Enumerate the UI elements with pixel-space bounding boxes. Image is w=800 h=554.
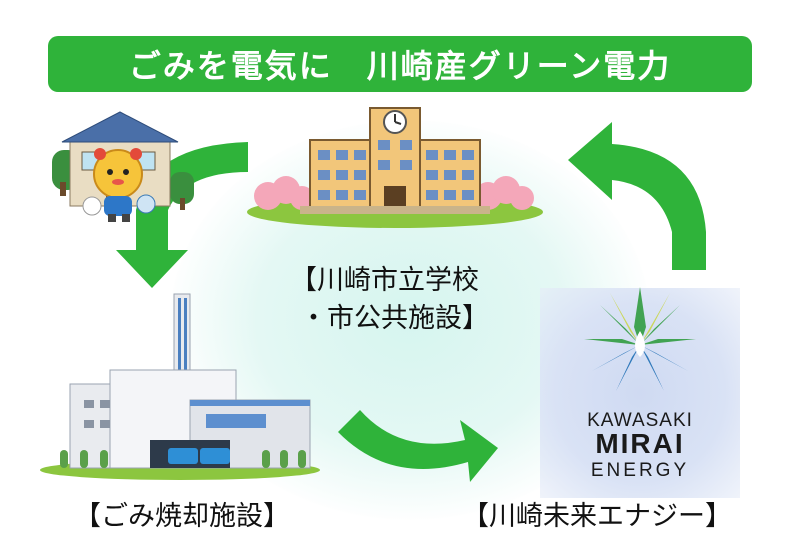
- arrow-house-to-incinerator: [116, 142, 248, 288]
- energy-company-label: 【川崎未来エナジー】: [462, 501, 732, 532]
- arrow-energy-to-school: [568, 122, 706, 270]
- logo-text-line2: MIRAI: [595, 428, 685, 459]
- energy-logo-icon: [584, 287, 696, 391]
- mascot-character: [82, 148, 156, 222]
- arrow-incinerator-to-energy: [338, 410, 498, 482]
- incinerator-label: 【ごみ焼却施設】: [74, 501, 290, 532]
- incinerator-illustration: [40, 293, 320, 480]
- school-label-line2: ・市公共施設】: [300, 303, 489, 334]
- school-illustration: [247, 107, 543, 228]
- banner-title: ごみを電気に 川崎産グリーン電力: [128, 47, 672, 85]
- title-banner: ごみを電気に 川崎産グリーン電力: [48, 36, 752, 92]
- logo-text-line1: KAWASAKI: [587, 410, 693, 431]
- logo-text-line3: ENERGY: [590, 460, 690, 481]
- school-label-line1: 【川崎市立学校: [290, 265, 479, 296]
